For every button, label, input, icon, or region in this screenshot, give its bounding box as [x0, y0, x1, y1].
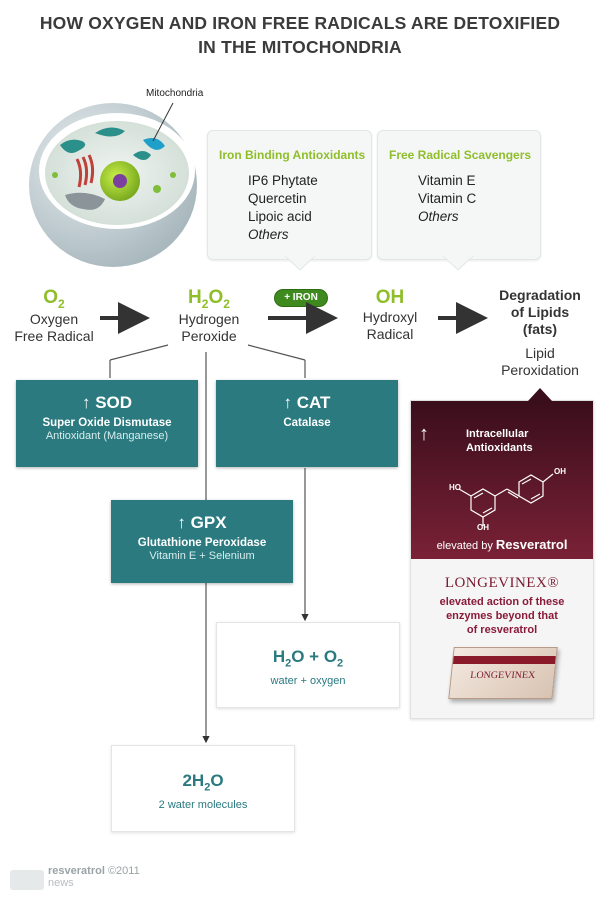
- h2o2-line-1: Hydrogen: [178, 310, 240, 327]
- sod-detail: Antioxidant (Manganese): [45, 430, 169, 442]
- oh-line-1: Hydroxyl: [362, 309, 418, 325]
- scavengers-panel: Free Radical Scavengers Vitamin E Vitami…: [377, 130, 541, 260]
- o2-formula: O2: [43, 287, 65, 311]
- o2-line-1: Oxygen: [29, 310, 79, 327]
- h2o2-line-2: Peroxide: [181, 327, 237, 344]
- gpx-box: ↑ GPX Glutathione Peroxidase Vitamin E +…: [111, 500, 293, 583]
- list-item: Vitamin C: [418, 191, 477, 206]
- iron-binding-panel: Iron Binding Antioxidants IP6 Phytate Qu…: [207, 130, 372, 260]
- gpx-detail: Vitamin E + Selenium: [149, 550, 255, 562]
- longevinex-brand: LONGEVINEX®: [444, 575, 560, 591]
- elevated-brand: Resveratrol: [495, 537, 568, 552]
- sod-box: ↑ SOD Super Oxide Dismutase Antioxidant …: [16, 380, 198, 467]
- brand-top: resveratrol: [48, 865, 105, 877]
- cell-illustration: [25, 85, 200, 270]
- cat-full: Catalase: [283, 417, 331, 429]
- list-item: Vitamin E: [418, 173, 476, 188]
- two-h2o-box: 2H2O 2 water molecules: [111, 745, 295, 832]
- box-label: LONGEVINEX: [469, 670, 536, 681]
- copyright: ©2011: [107, 865, 140, 877]
- gpx-full: Glutathione Peroxidase: [137, 537, 267, 549]
- o2-line-2: Free Radical: [14, 327, 94, 344]
- resveratrol-molecule-icon: [458, 473, 554, 526]
- arrow-up-icon: ↑: [419, 423, 429, 445]
- mitochondria-label: Mitochondria: [146, 88, 204, 99]
- h2o-o2-box: H2O + O2 water + oxygen: [216, 622, 400, 708]
- antioxidant-header: ↑ Intracellular Antioxidants HO OH: [411, 401, 593, 559]
- degradation-line-3: (fats): [522, 321, 558, 337]
- node-degradation: Degradation of Lipids (fats) Lipid Perox…: [488, 287, 592, 379]
- h2o2-formula: H2O2: [188, 287, 230, 311]
- cell-svg: [29, 102, 197, 267]
- arrow-up-icon: ↑: [81, 393, 91, 412]
- node-oh: OH Hydroxyl Radical: [345, 287, 435, 343]
- arrow-up-icon: ↑: [283, 393, 293, 412]
- iron-panel-pointer: [285, 256, 315, 271]
- two-h2o-label: 2 water molecules: [158, 799, 248, 812]
- branch-lines: [109, 344, 309, 744]
- antioxidant-line-1: Intracellular: [466, 428, 529, 440]
- scavengers-heading: Free Radical Scavengers: [389, 148, 532, 162]
- iron-binding-heading: Iron Binding Antioxidants: [219, 148, 366, 162]
- cat-name: CAT: [296, 393, 331, 412]
- desc-line-2: enzymes beyond that: [446, 610, 558, 622]
- node-h2o2: H2O2 Hydrogen Peroxide: [163, 287, 255, 345]
- two-h2o-formula: 2H2O: [182, 771, 224, 794]
- oh-label: OH: [477, 523, 489, 532]
- list-item: Others: [418, 209, 459, 224]
- lipid-line-1: Lipid: [525, 345, 555, 361]
- resveratrol-panel: ↑ Intracellular Antioxidants HO OH: [410, 400, 594, 719]
- longevinex-box-image: LONGEVINEX: [448, 647, 558, 699]
- sod-name: SOD: [95, 393, 133, 412]
- title-line-2: IN THE MITOCHONDRIA: [198, 37, 402, 57]
- brand-bottom: news: [48, 877, 74, 889]
- oh-line-2: Radical: [366, 326, 414, 342]
- oh-label: OH: [554, 467, 566, 476]
- title-line-1: HOW OXYGEN AND IRON FREE RADICALS ARE DE…: [39, 13, 561, 33]
- sod-full: Super Oxide Dismutase: [42, 417, 172, 429]
- gpx-name: GPX: [190, 513, 227, 532]
- desc-line-3: of resveratrol: [466, 624, 538, 636]
- list-item: Lipoic acid: [248, 209, 312, 224]
- lipid-line-2: Peroxidation: [501, 362, 579, 378]
- list-item: Others: [248, 227, 289, 242]
- elevated-prefix: elevated by: [436, 540, 493, 552]
- degradation-line-1: Degradation: [499, 287, 581, 303]
- ho-label: HO: [449, 483, 461, 492]
- node-o2: O2 Oxygen Free Radical: [8, 287, 100, 345]
- h2o-o2-formula: H2O + O2: [272, 647, 344, 670]
- resveratrol-panel-pointer: [528, 388, 552, 401]
- arrow-up-icon: ↑: [177, 513, 186, 532]
- oh-formula: OH: [375, 287, 405, 308]
- cat-box: ↑ CAT Catalase: [216, 380, 398, 467]
- list-item: IP6 Phytate: [248, 173, 318, 188]
- logo-bubble-icon: [10, 870, 44, 890]
- list-item: Quercetin: [248, 191, 307, 206]
- degradation-line-2: of Lipids: [510, 304, 570, 320]
- page-title: HOW OXYGEN AND IRON FREE RADICALS ARE DE…: [0, 11, 600, 59]
- h2o-o2-label: water + oxygen: [270, 675, 346, 688]
- scavengers-panel-pointer: [443, 256, 473, 271]
- desc-line-1: elevated action of these: [439, 596, 565, 608]
- antioxidant-line-2: Antioxidants: [466, 442, 533, 454]
